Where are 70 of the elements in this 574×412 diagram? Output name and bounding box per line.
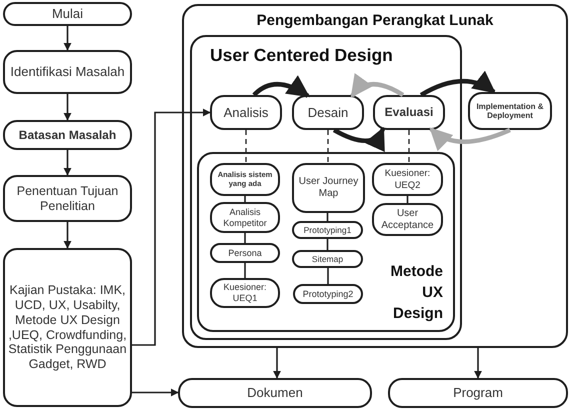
box-label: Persona bbox=[227, 248, 263, 258]
box-label: Sitemap bbox=[310, 254, 344, 264]
box-label: Analisis bbox=[222, 104, 270, 120]
arrow bbox=[64, 150, 72, 176]
connector-line bbox=[327, 130, 329, 163]
box-label: User Acceptance bbox=[380, 208, 435, 232]
process-box bbox=[293, 284, 363, 304]
box-label: Dokumen bbox=[246, 385, 304, 401]
process-box bbox=[372, 163, 443, 196]
process-box bbox=[210, 278, 280, 308]
arrow bbox=[474, 348, 482, 379]
box-label: Prototyping1 bbox=[302, 224, 352, 235]
process-box bbox=[292, 163, 365, 213]
arrow bbox=[64, 222, 72, 249]
box-label: Identifikasi Masalah bbox=[9, 64, 126, 80]
process-box bbox=[292, 95, 364, 130]
process-box bbox=[3, 248, 132, 407]
section-heading: Pengembangan Perangkat Lunak bbox=[256, 12, 494, 30]
connector-line bbox=[244, 196, 246, 202]
arrow bbox=[252, 76, 310, 98]
process-box bbox=[292, 221, 363, 239]
arrow bbox=[64, 26, 72, 51]
connector-line bbox=[326, 213, 328, 221]
box-label: Kuesioner: UEQ2 bbox=[384, 168, 432, 191]
process-box bbox=[210, 163, 280, 196]
box-label: Penentuan Tujuan Penelitian bbox=[16, 184, 120, 214]
process-box bbox=[3, 2, 132, 26]
connector-line bbox=[327, 268, 329, 284]
section-heading: Metode UX Design bbox=[390, 262, 443, 324]
group-container bbox=[182, 4, 568, 348]
box-label: Analisis Kompetitor bbox=[222, 206, 268, 228]
box-label: Kuesioner: UEQ1 bbox=[222, 282, 268, 304]
section-heading: User Centered Design bbox=[210, 45, 393, 66]
connector-line bbox=[406, 196, 408, 203]
process-box bbox=[210, 95, 282, 130]
connector-line bbox=[326, 239, 328, 250]
process-box bbox=[210, 243, 280, 263]
process-box bbox=[388, 378, 568, 408]
arrow bbox=[332, 127, 385, 152]
arrow bbox=[132, 108, 211, 346]
arrow bbox=[350, 73, 404, 98]
arrow bbox=[420, 71, 496, 97]
box-label: Mulai bbox=[50, 6, 84, 22]
box-label: Batasan Masalah bbox=[18, 128, 118, 142]
arrow bbox=[273, 348, 281, 379]
process-box bbox=[3, 175, 132, 222]
connector-line bbox=[244, 233, 246, 243]
group-container bbox=[190, 35, 462, 340]
box-label: Kajian Pustaka: IMK, UCD, UX, Usabilty, Metode UX Design ,UEQ, Crowdfunding, Statistik Penggunaan Gadget, RWD bbox=[7, 283, 128, 372]
process-box bbox=[210, 202, 280, 233]
process-box bbox=[178, 378, 372, 408]
connector-line bbox=[408, 130, 410, 163]
box-label: Desain bbox=[306, 104, 350, 120]
process-box bbox=[372, 203, 443, 236]
group-container bbox=[197, 152, 455, 332]
process-box bbox=[3, 50, 132, 94]
arrow bbox=[429, 127, 511, 151]
box-label: User Journey Map bbox=[298, 176, 360, 200]
box-label: Implementation & Deployment bbox=[475, 102, 545, 120]
box-label: Program bbox=[452, 385, 504, 401]
box-label: Evaluasi bbox=[384, 105, 434, 120]
connector-line bbox=[244, 263, 246, 278]
process-box bbox=[3, 120, 132, 150]
process-box bbox=[373, 95, 445, 130]
process-box bbox=[292, 250, 363, 268]
process-box bbox=[468, 92, 552, 130]
arrow bbox=[64, 94, 72, 121]
box-label: Prototyping2 bbox=[302, 288, 354, 300]
connector-line bbox=[245, 130, 247, 163]
arrow bbox=[132, 388, 179, 396]
